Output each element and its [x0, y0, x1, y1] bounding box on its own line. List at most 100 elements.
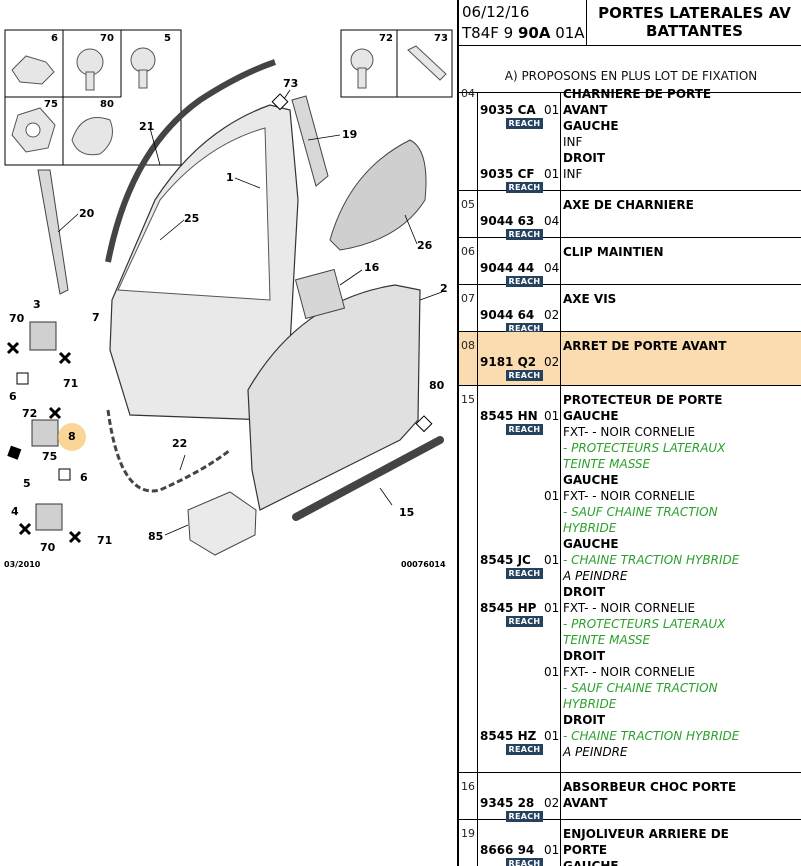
callout-label[interactable]: 2: [440, 282, 448, 295]
callout-label[interactable]: 25: [184, 212, 200, 225]
column-divider: [560, 92, 561, 866]
reach-badge: REACH: [506, 323, 543, 334]
callout-label[interactable]: 1: [226, 171, 234, 184]
callout-label[interactable]: 19: [342, 128, 358, 141]
description-line: PORTE: [563, 843, 608, 857]
thumb-label: 5: [164, 33, 171, 44]
diagram-reference: 00076014: [401, 560, 446, 569]
quantity: 01: [544, 167, 560, 181]
quantity: 01: [544, 601, 560, 615]
thumb-label: 70: [100, 33, 114, 44]
thumb-label: 75: [44, 99, 58, 110]
row-number: 07: [461, 292, 475, 305]
part-number-link[interactable]: 9044 44: [480, 261, 535, 275]
callout-label[interactable]: 3: [33, 298, 41, 311]
quantity: 04: [544, 261, 560, 275]
callout-label[interactable]: 85: [148, 530, 164, 543]
callout-label[interactable]: 15: [399, 506, 415, 519]
part-number-link[interactable]: 9035 CF: [480, 167, 535, 181]
description-line: HYBRIDE: [563, 697, 617, 711]
description-line: - PROTECTEURS LATERAUX: [563, 441, 726, 455]
description-line: FXT- - NOIR CORNELIE: [563, 601, 696, 615]
callout-label[interactable]: 26: [417, 239, 433, 252]
row-number: 04: [461, 87, 475, 100]
reach-badge: REACH: [506, 744, 543, 755]
part-number-link[interactable]: 9044 63: [480, 214, 535, 228]
quantity: 02: [544, 308, 560, 322]
callout-label[interactable]: 8: [68, 430, 76, 443]
part-number-link[interactable]: 8545 HZ: [480, 729, 537, 743]
part-number-link[interactable]: 9035 CA: [480, 103, 536, 117]
plug-part-80: [71, 117, 113, 156]
thumb-label: 72: [379, 33, 393, 44]
part-number-link[interactable]: 8545 HN: [480, 409, 538, 423]
column-divider: [477, 92, 478, 866]
description-line: TEINTE MASSE: [563, 457, 651, 471]
part-number-link[interactable]: 8545 HP: [480, 601, 537, 615]
callout-label[interactable]: 70: [9, 312, 25, 325]
description-line: DROIT: [563, 649, 606, 663]
parts-list-panel: 06/12/16 T84F 9 90A 01A PORTES LATERALES…: [457, 0, 801, 866]
description-line: ENJOLIVEUR ARRIERE DE: [563, 827, 729, 841]
description-line: - PROTECTEURS LATERAUX: [563, 617, 726, 631]
description-line: AVANT: [563, 796, 608, 810]
lower-door-seal: [106, 409, 231, 493]
description-line: DROIT: [563, 151, 606, 165]
description-line: INF: [563, 167, 583, 181]
callout-label[interactable]: 21: [139, 120, 155, 133]
reach-badge: REACH: [506, 182, 543, 193]
quantity: 01: [544, 843, 560, 857]
rear-trim-strip: [291, 95, 329, 187]
door-protector-strip: [292, 436, 444, 521]
rear-door-skin: [247, 284, 421, 511]
quantity: 01: [544, 729, 560, 743]
description-line: AXE VIS: [563, 292, 617, 306]
reach-badge: REACH: [506, 858, 543, 866]
callout-label[interactable]: 6: [80, 471, 88, 484]
callout-label[interactable]: 4: [11, 505, 19, 518]
callout-label[interactable]: 72: [22, 407, 38, 420]
part-number-link[interactable]: 9044 64: [480, 308, 535, 322]
callout-label[interactable]: 73: [283, 77, 299, 90]
quantity: 01: [544, 553, 560, 567]
callout-label[interactable]: 71: [97, 534, 113, 547]
quantity: 01: [544, 409, 560, 423]
rivet-part-73: [407, 45, 447, 81]
description-line: AVANT: [563, 103, 608, 117]
callout-label[interactable]: 6: [9, 390, 17, 403]
callout-label[interactable]: 22: [172, 437, 188, 450]
part-number-link[interactable]: 8666 94: [480, 843, 535, 857]
highlight-marker: [58, 423, 86, 451]
callout-label[interactable]: 20: [79, 207, 95, 220]
reach-badge: REACH: [506, 229, 543, 240]
reach-badge: REACH: [506, 568, 543, 579]
row-number: 19: [461, 827, 475, 840]
description-line: FXT- - NOIR CORNELIE: [563, 665, 696, 679]
callout-label[interactable]: 16: [364, 261, 380, 274]
callout-label[interactable]: 70: [40, 541, 56, 554]
part-number-link[interactable]: 9345 28: [480, 796, 535, 810]
callout-label[interactable]: 5: [23, 477, 31, 490]
front-door-window: [117, 127, 271, 301]
callout-label[interactable]: 80: [429, 379, 445, 392]
page-title: PORTES LATERALES AV BATTANTES: [598, 4, 791, 40]
description-line: ARRET DE PORTE AVANT: [563, 339, 727, 353]
description-line: - SAUF CHAINE TRACTION: [563, 681, 718, 695]
clip-part-6: [11, 55, 55, 85]
part-number-link[interactable]: 9181 Q2: [480, 355, 537, 369]
callout-label[interactable]: 75: [42, 450, 58, 463]
callout-label[interactable]: 7: [92, 311, 100, 324]
window-seal: [105, 59, 276, 263]
lower-hinge: [35, 503, 63, 531]
part-number-link[interactable]: 8545 JC: [480, 553, 531, 567]
catalog-code: T84F 9 90A 01A: [462, 24, 585, 42]
callout-label[interactable]: 71: [63, 377, 79, 390]
